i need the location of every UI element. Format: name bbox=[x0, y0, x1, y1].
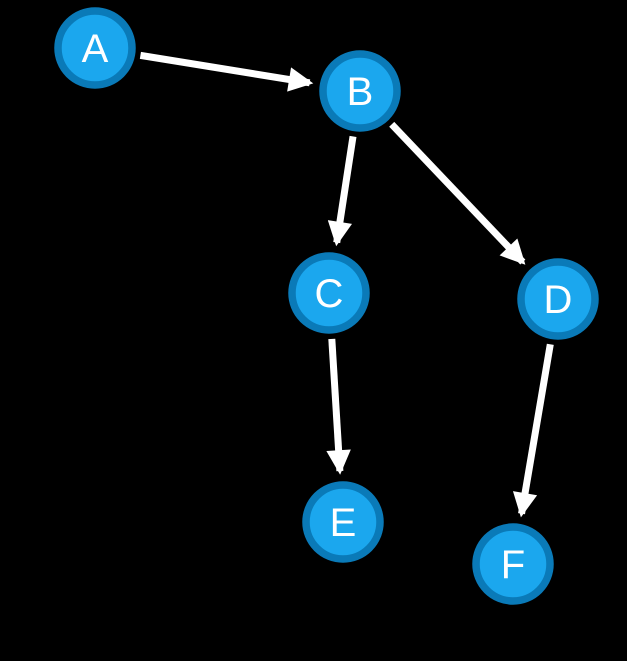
node-circle-A[interactable] bbox=[54, 7, 136, 89]
node-D[interactable]: D bbox=[517, 258, 599, 340]
edge-D-F bbox=[512, 343, 554, 518]
edge-B-D bbox=[389, 121, 526, 265]
node-B[interactable]: B bbox=[319, 50, 401, 132]
node-circle-C[interactable] bbox=[288, 252, 370, 334]
edge-A-B bbox=[139, 51, 314, 92]
node-circle-B[interactable] bbox=[319, 50, 401, 132]
edges-layer bbox=[139, 51, 554, 518]
edge-B-C bbox=[327, 135, 357, 247]
node-E[interactable]: E bbox=[302, 481, 384, 563]
node-circle-F[interactable] bbox=[472, 523, 554, 605]
node-C[interactable]: C bbox=[288, 252, 370, 334]
node-circle-D[interactable] bbox=[517, 258, 599, 340]
node-circle-E[interactable] bbox=[302, 481, 384, 563]
nodes-layer: A B C D E F bbox=[54, 7, 599, 605]
edge-C-E bbox=[326, 338, 351, 475]
node-A[interactable]: A bbox=[54, 7, 136, 89]
node-F[interactable]: F bbox=[472, 523, 554, 605]
